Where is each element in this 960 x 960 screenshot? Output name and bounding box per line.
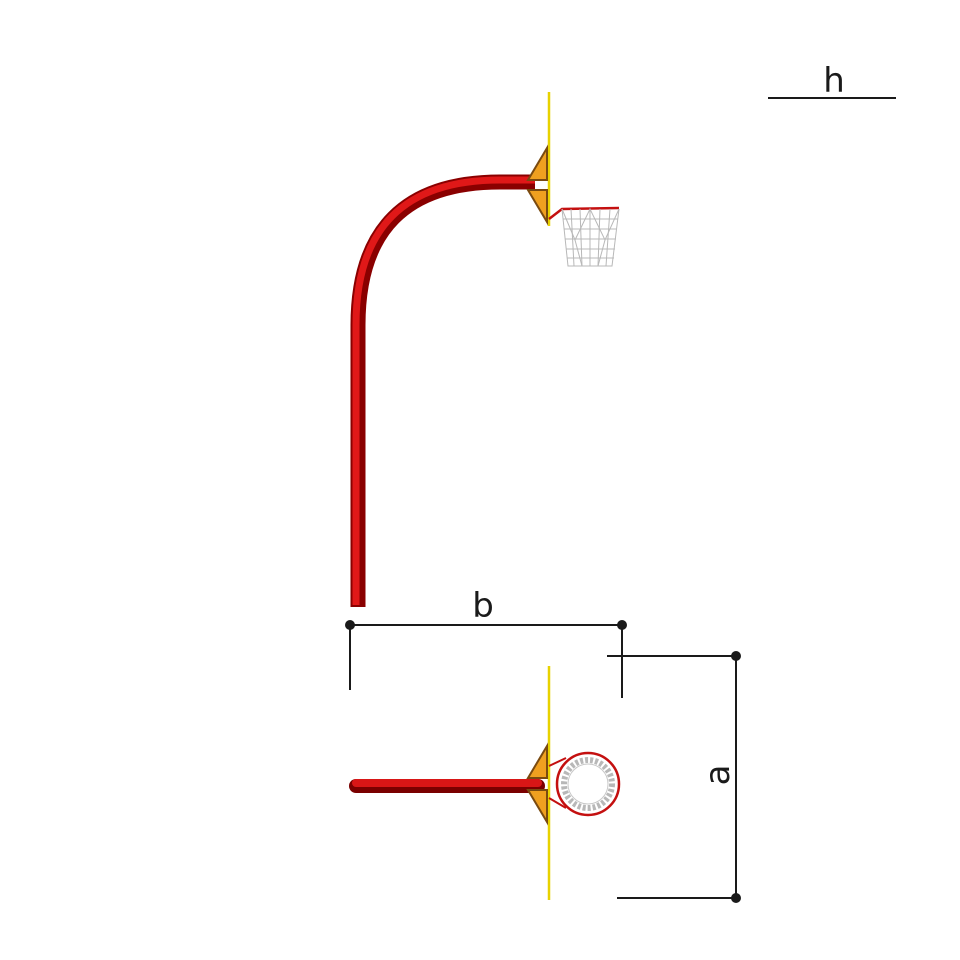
pole-side-highlight [352, 176, 535, 605]
dimension-a-top-dot [731, 651, 741, 661]
top-view [349, 666, 621, 900]
dimension-b-right-dot [617, 620, 627, 630]
dimension-h: h [768, 61, 896, 101]
net-top-inner [567, 763, 609, 805]
bracket-top-lower [526, 789, 548, 826]
bracket-top-upper [526, 742, 548, 779]
dimension-a-label: a [698, 765, 738, 786]
net-side [561, 207, 620, 267]
dimension-h-label: h [823, 61, 845, 101]
dimension-a-bottom-dot [731, 893, 741, 903]
pole-side [350, 174, 535, 607]
bracket-lower [526, 189, 548, 226]
rim-side [548, 206, 620, 220]
side-view [350, 92, 620, 607]
bracket-upper [526, 144, 548, 181]
rim-mount-top [548, 757, 567, 809]
net-top-ring [561, 757, 615, 811]
dimension-b: b [345, 586, 627, 698]
dimension-a: a [607, 651, 741, 903]
dimension-b-left-dot [345, 620, 355, 630]
dimension-b-label: b [472, 586, 494, 626]
